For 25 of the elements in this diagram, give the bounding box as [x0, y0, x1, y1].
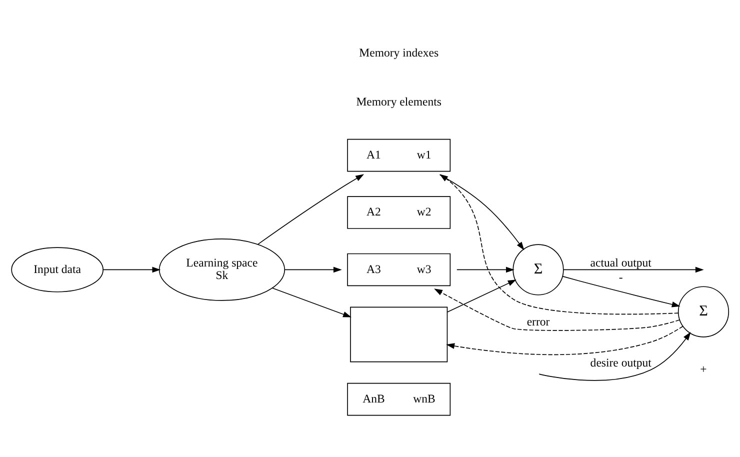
arrow — [434, 288, 680, 331]
node-circle: Σ — [678, 286, 730, 338]
edge-label: actual output — [590, 256, 652, 270]
arrow — [258, 174, 364, 245]
arrow — [447, 280, 516, 312]
label: Memory indexes — [359, 46, 439, 60]
arrow — [440, 174, 679, 315]
arrow — [563, 266, 704, 273]
label: + — [700, 362, 707, 376]
arrow — [439, 174, 524, 250]
label: Memory elements — [356, 95, 442, 108]
arrow — [272, 288, 352, 318]
arrow — [446, 326, 684, 356]
arrow — [562, 276, 680, 308]
node-ellipse: Learning space Sk — [158, 238, 286, 301]
edge-label: error — [526, 315, 550, 328]
node-box — [350, 306, 448, 362]
node-ellipse: Input data — [11, 247, 104, 292]
arrow — [538, 332, 691, 381]
edge-label: - — [618, 270, 623, 284]
node-circle: Σ — [512, 244, 564, 296]
edge-label: desire output — [590, 356, 652, 370]
arrow — [284, 266, 342, 273]
arrow — [456, 266, 514, 273]
arrow — [102, 266, 161, 273]
